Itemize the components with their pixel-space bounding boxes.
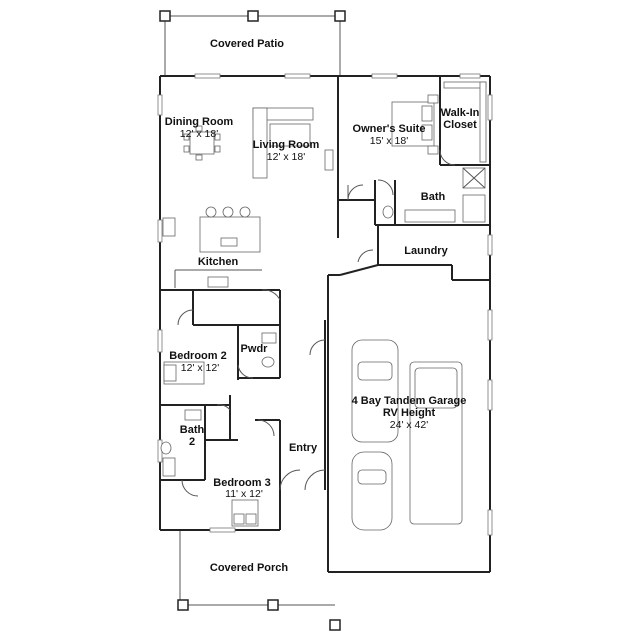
owners-bath-label: Bath [421,191,446,203]
entry-label: Entry [289,442,318,454]
living-room-size: 12' x 18' [267,151,305,163]
dining-room-size: 12' x 18' [180,128,218,140]
owners-bath-fixtures [382,167,486,223]
patio-post [334,10,346,22]
owners-suite-label: Owner's Suite [353,123,426,135]
porch-post [267,599,279,611]
covered-porch-area [177,530,341,631]
living-room-label: Living Room [253,139,320,151]
bedroom-2-label: Bedroom 2 [169,350,226,362]
covered-patio-area [159,10,346,76]
bedroom-3-size: 11' x 12' [225,488,263,500]
porch-post [177,599,189,611]
bedroom-3-bed [231,499,259,527]
garage-label-line2: RV Height [383,407,436,419]
walk-in-closet-label: Walk-In [441,107,480,119]
owners-bed [391,94,439,155]
dining-table [183,125,221,161]
porch-post [329,619,341,631]
garage-label: 4 Bay Tandem Garage [352,395,467,407]
kitchen-island [162,206,262,288]
pwdr-fixtures [261,332,277,368]
living-room-sofa [252,107,334,179]
bath-2-fixtures [160,409,202,477]
kitchen-label: Kitchen [198,256,239,268]
owners-suite-size: 15' x 18' [370,135,408,147]
patio-post [159,10,171,22]
bedroom-2-bed [163,361,205,385]
dining-room-label: Dining Room [165,116,234,128]
walk-in-closet-label-line2: Closet [443,119,477,131]
covered-patio-label: Covered Patio [210,38,284,50]
patio-post [247,10,259,22]
walk-in-closet-shelving [443,81,487,163]
bedroom-3-label: Bedroom 3 [213,477,270,489]
covered-porch-label: Covered Porch [210,562,289,574]
bedroom-2-size: 12' x 12' [181,362,219,374]
garage-size: 24' x 42' [390,419,428,431]
laundry-label: Laundry [404,245,448,257]
bath-2-label: Bath [180,424,205,436]
pwdr-label: Pwdr [241,343,269,355]
windows [157,73,493,536]
garage-vehicles [351,339,463,531]
interior-walls [159,76,490,530]
bath-2-label-line2: 2 [189,436,195,448]
doors [177,149,456,497]
